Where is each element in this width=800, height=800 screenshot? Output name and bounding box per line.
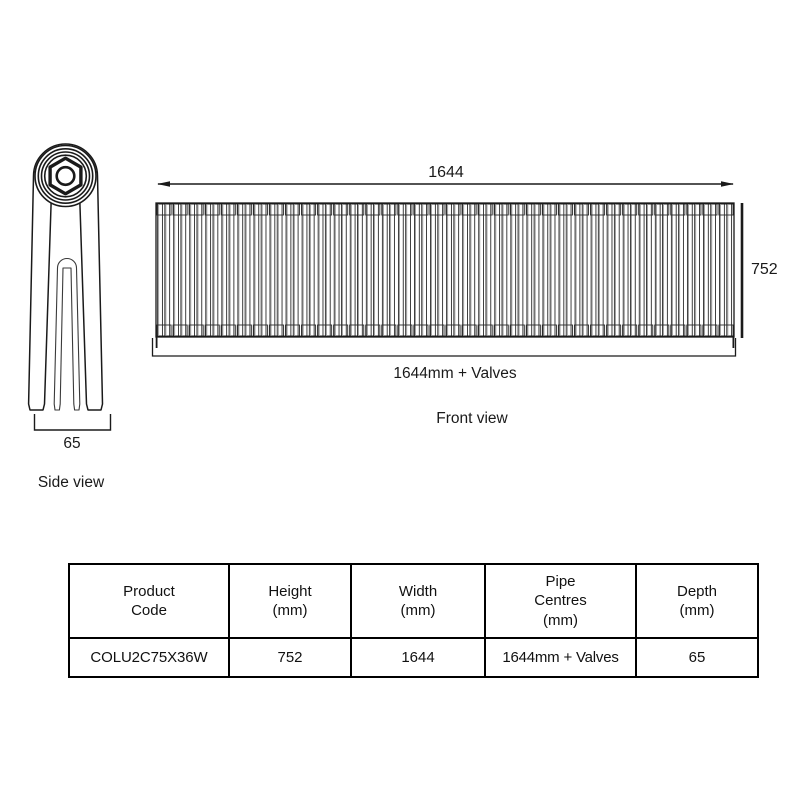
header-cell-width: Width (mm)	[350, 563, 486, 639]
front-view-drawing	[151, 181, 744, 357]
header-line-2: (mm)	[679, 602, 715, 619]
height-dimension-label: 752	[751, 261, 778, 278]
width-dimension-line	[157, 181, 734, 187]
cell-depth: 65	[635, 637, 759, 678]
pipe-centres-dimension-label: 1644mm + Valves	[393, 365, 517, 382]
header-line-2: Code	[131, 602, 167, 619]
table-header-row: Product Code Height (mm) Width (mm) Pipe…	[68, 563, 759, 639]
header-line-1: Width	[398, 582, 438, 600]
header-line-3: (mm)	[543, 611, 578, 629]
header-line-2: Centres	[534, 592, 587, 610]
header-line-1: Height	[268, 582, 312, 600]
header-cell-height: Height (mm)	[228, 563, 352, 639]
header-line-1: Product	[123, 582, 175, 600]
header-line-1: Pipe	[545, 573, 576, 591]
cell-pipe-centres: 1644mm + Valves	[484, 637, 637, 678]
header-line-1: Depth	[676, 582, 718, 600]
table-row: COLU2C75X36W 752 1644 1644mm + Valves 65	[68, 637, 759, 678]
side-view-drawing	[27, 143, 112, 431]
pipe-centres-bracket	[151, 338, 737, 357]
header-cell-depth: Depth (mm)	[635, 563, 759, 639]
side-view-title: Side view	[37, 474, 105, 491]
cell-width: 1644	[350, 637, 486, 678]
header-line-2: (mm)	[272, 602, 308, 619]
width-dimension-label: 1644	[428, 164, 464, 181]
specification-table: Product Code Height (mm) Width (mm) Pipe…	[68, 563, 759, 678]
depth-dimension-bracket	[33, 414, 112, 431]
depth-dimension-label: 65	[63, 435, 81, 452]
cell-height: 752	[228, 637, 352, 678]
front-view-title: Front view	[436, 410, 508, 427]
side-view-inner-slot	[53, 257, 81, 411]
radiator-sections-group	[156, 203, 734, 337]
side-view-nut-detail	[34, 144, 97, 208]
cell-product-code: COLU2C75X36W	[68, 637, 230, 678]
header-line-2: (mm)	[400, 602, 436, 619]
header-cell-pipe-centres: Pipe Centres (mm)	[484, 563, 637, 639]
header-cell-product-code: Product Code	[68, 563, 230, 639]
